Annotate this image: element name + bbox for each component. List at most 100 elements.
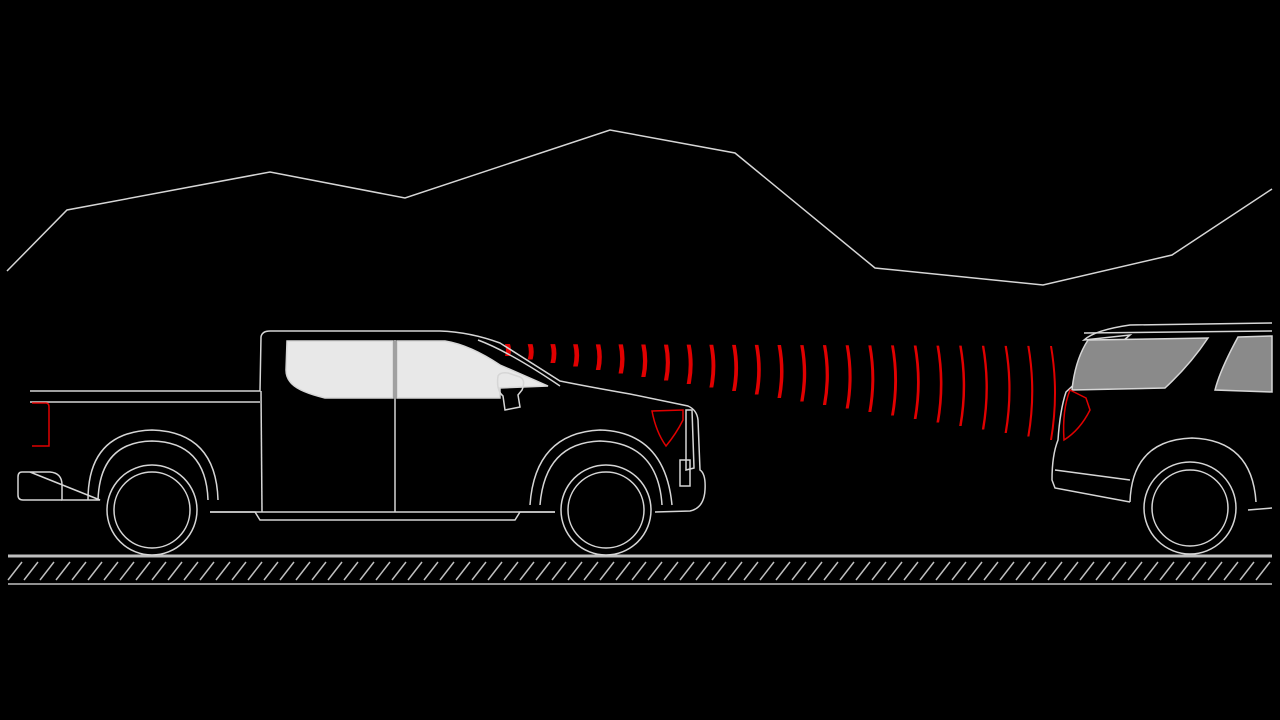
road-hatch-line [999,561,1015,581]
truck-rear-fender-inner [97,440,209,501]
lead-vehicle [1051,322,1273,555]
road-hatch-line [311,561,327,581]
truck-rear-window[interactable] [285,340,394,399]
road-hatch-line [599,561,615,581]
truck-windshield [477,339,561,387]
road-hatch-line [1239,561,1255,581]
road-hatch-line [471,561,487,581]
road-hatch-line [1207,561,1223,581]
sensor-arc [777,345,784,398]
road-hatch-line [407,561,423,581]
sensor-arc [595,344,602,370]
road-hatch-line [1111,561,1127,581]
sensor-arc [732,344,739,391]
sensor-arc [663,344,670,381]
sensor-arc [527,344,534,360]
road-hatch-line [711,561,727,581]
road-hatch-line [807,561,823,581]
sensor-arc [822,345,829,405]
sensor-arc [891,345,898,416]
road-hatch-line [103,561,119,581]
road-hatch-line [183,561,199,581]
road-hatch-line [71,561,87,581]
road-hatch-line [423,561,439,581]
road-hatch-line [295,561,311,581]
road-hatch-line [535,561,551,581]
road-hatch-line [551,561,567,581]
sensor-beam [505,344,1056,440]
sensor-arc [936,345,943,423]
road-hatch-line [215,561,231,581]
road-hatch-line [935,561,951,581]
road-hatch-line [1031,561,1047,581]
sensor-arc [641,344,648,377]
sensor-arc [573,344,580,367]
road-hatch-line [199,561,215,581]
road-hatch-line [583,561,599,581]
road-hatch-line [439,561,455,581]
lead-vehicle-wheel-hub [1151,469,1229,547]
lead-vehicle-rear-glass[interactable] [1071,337,1210,391]
road-hatch-line [615,561,631,581]
road-hatch-line [967,561,983,581]
road-hatch-line [727,561,743,581]
truck-cab-rear [260,390,263,513]
lead-vehicle-tail-light [1062,388,1091,442]
sensor-arc [550,344,557,363]
mountain-skyline [6,129,1273,286]
road-hatch-line [1095,561,1111,581]
road-hatch-line [23,561,39,581]
road-hatch-line [679,561,695,581]
road-hatch-line [151,561,167,581]
road-hatch-line [391,561,407,581]
lead-vehicle-body [1051,322,1273,511]
road-hatch-line [55,561,71,581]
road-hatch-line [1191,561,1207,581]
road-hatch-line [663,561,679,581]
sensor-arc [618,344,625,374]
lead-vehicle-bumper [1054,469,1131,481]
road-hatch-line [263,561,279,581]
truck-rear-fender [87,429,219,501]
road-hatch-line [1143,561,1159,581]
sensor-arc [1004,345,1011,433]
road-hatch-line [1047,561,1063,581]
truck-side-mirror[interactable] [496,372,525,411]
road-hatch-line [247,561,263,581]
road-hatch-line [455,561,471,581]
road-hatch-line [7,561,23,581]
pickup-truck [17,330,706,556]
sensor-arc [686,344,693,384]
road-hatch-line [1063,561,1079,581]
lead-vehicle-wheel [1143,461,1237,555]
sensor-arc [1027,345,1034,437]
road-hatch-line [135,561,151,581]
road-hatch-line [823,561,839,581]
sensor-arc [709,344,716,388]
road-hatch-line [1159,561,1175,581]
road-hatch-line [887,561,903,581]
road-hatch-line [759,561,775,581]
road-hatch-line [855,561,871,581]
truck-front-fender [529,429,673,506]
road-hatch-line [1127,561,1143,581]
sensor-arc [800,345,807,402]
road-hatch-line [983,561,999,581]
road-hatch-line [359,561,375,581]
road-hatch-line [775,561,791,581]
sensor-arc [959,345,966,426]
truck-front-window[interactable] [396,340,549,399]
road-hatch-line [343,561,359,581]
truck-rear-bumper [17,471,62,501]
truck-rear-wheel [106,464,198,556]
lead-vehicle-side-glass[interactable] [1214,335,1273,393]
road-hatch [7,561,1271,581]
road-hatch-line [167,561,183,581]
road-hatch-line [1255,561,1271,581]
road-hatch-line [951,561,967,581]
truck-front-wheel-hub [567,471,645,549]
road-hatch-line [647,561,663,581]
truck-front-fender-inner [539,440,663,506]
road-hatch-line [743,561,759,581]
